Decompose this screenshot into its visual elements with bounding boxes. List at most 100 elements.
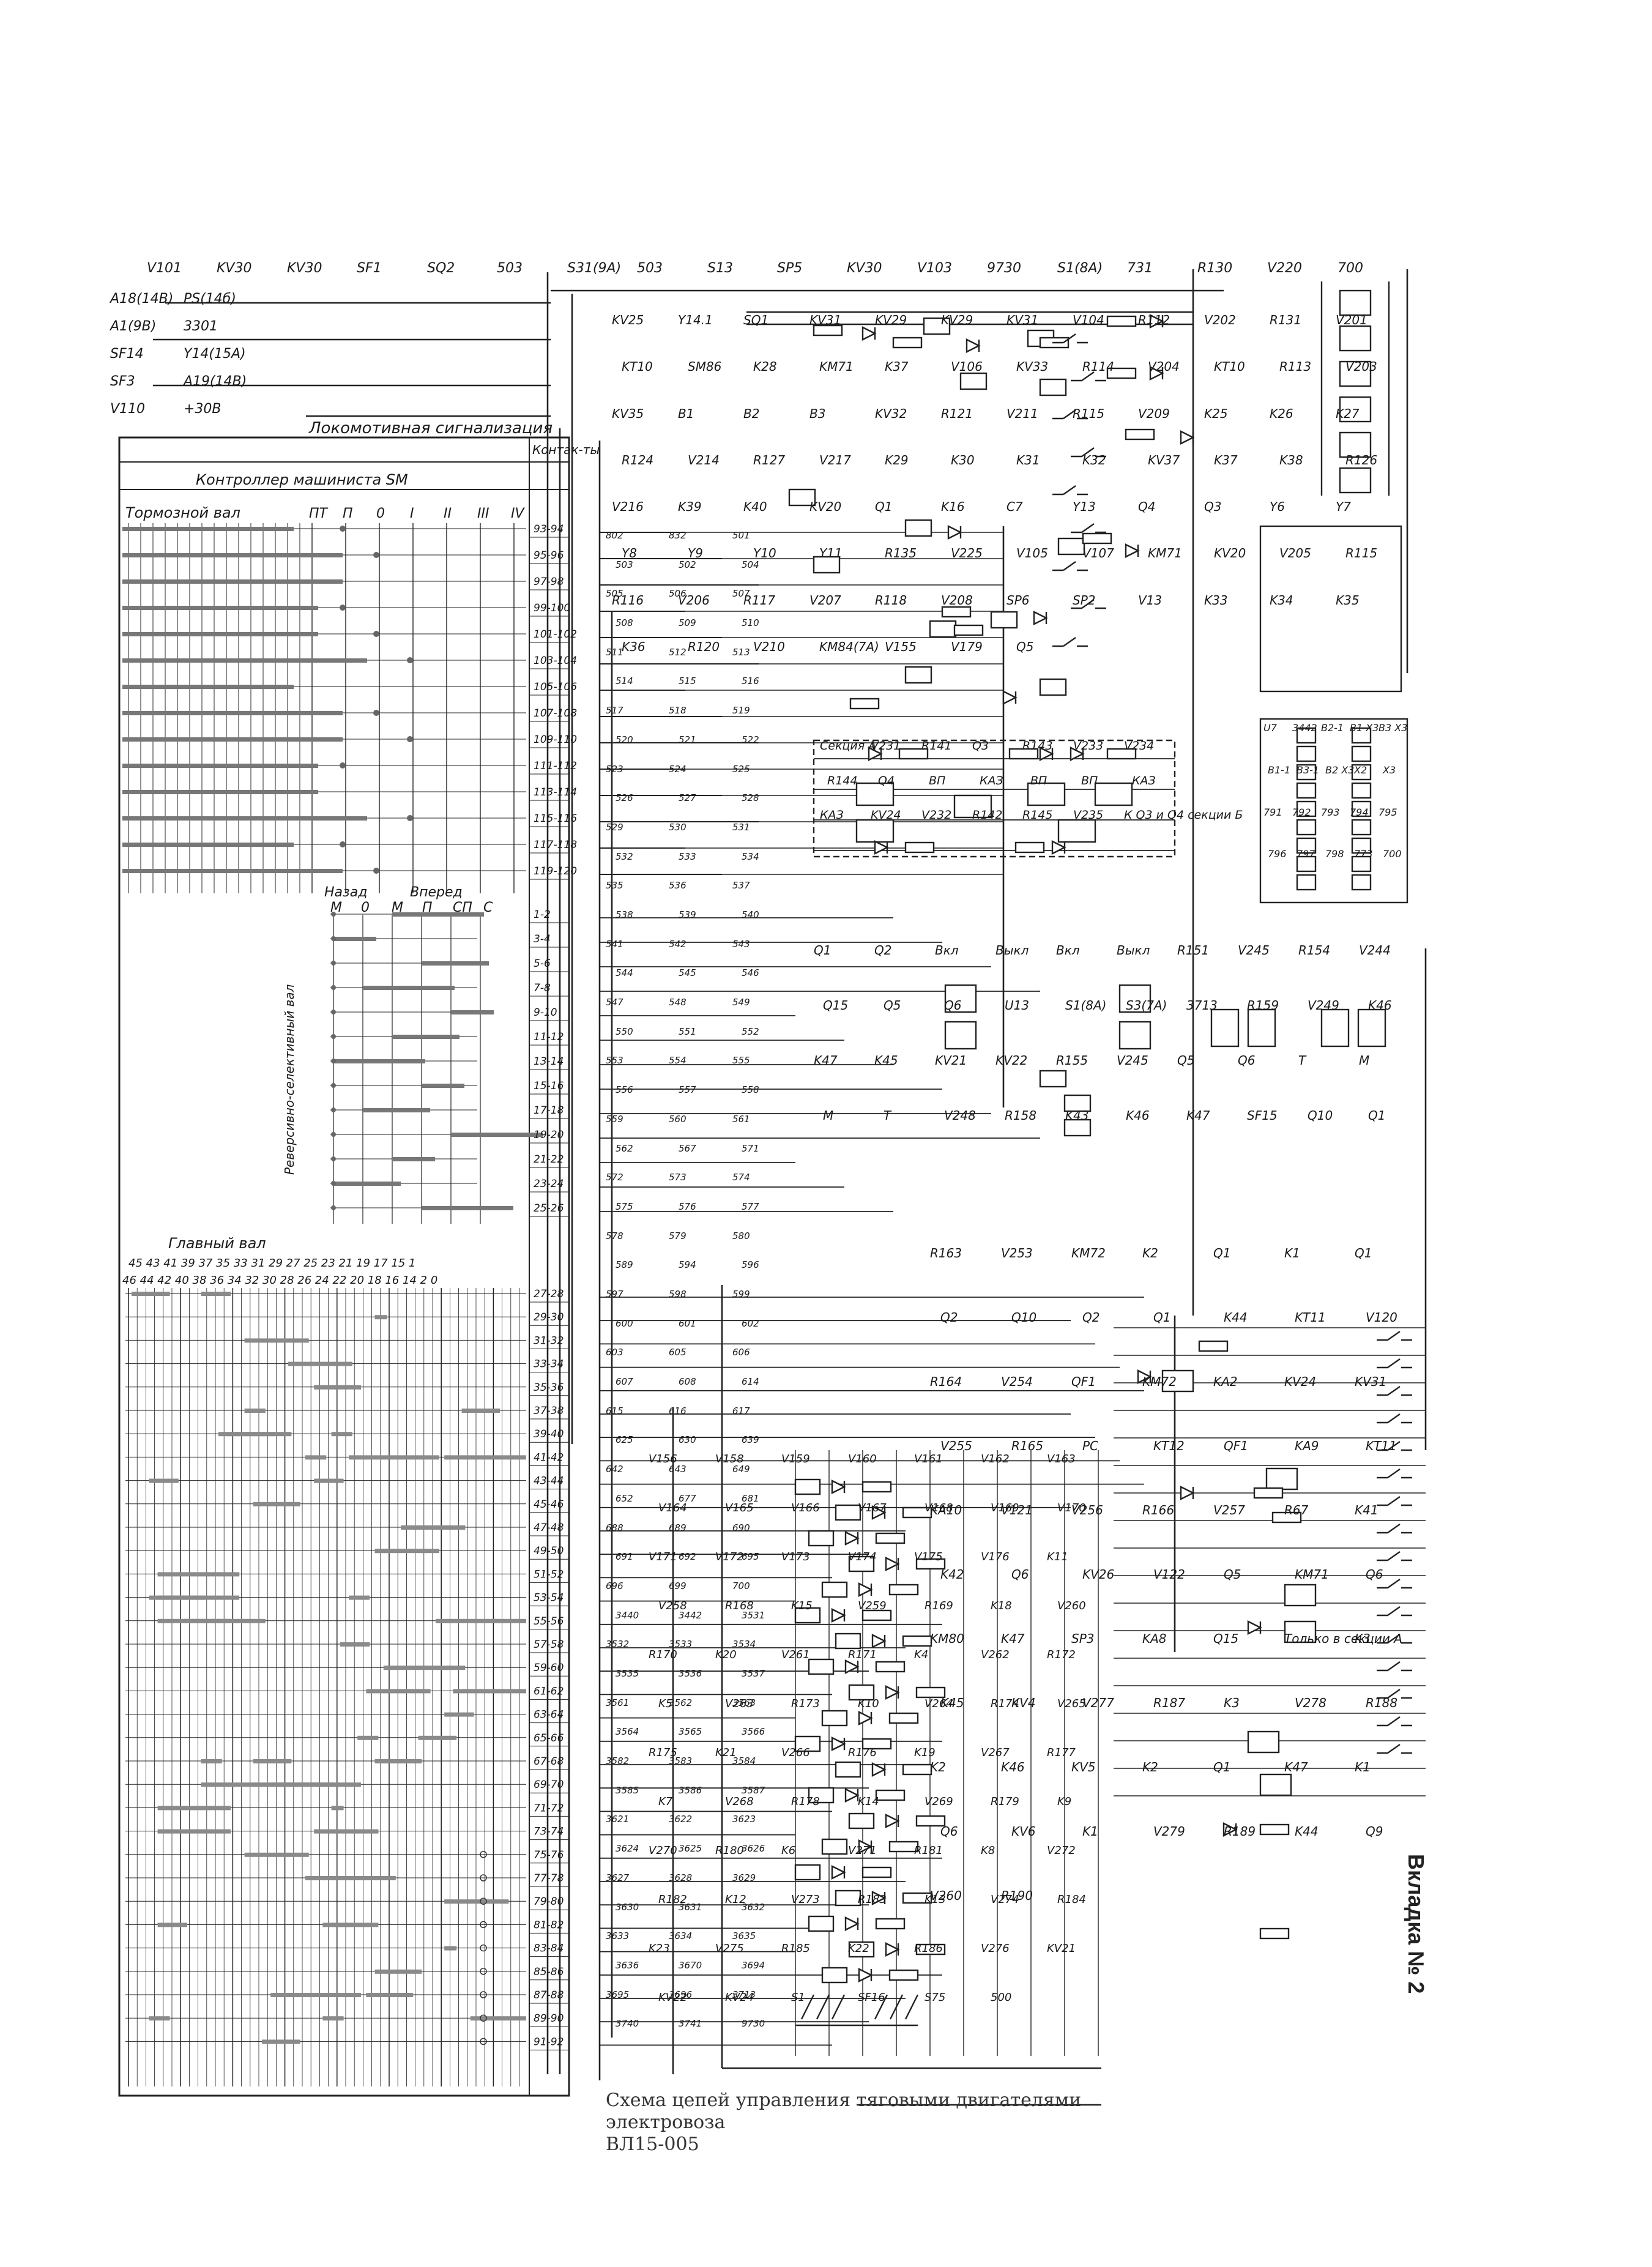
terminal: [1351, 782, 1372, 799]
relay-label: V104: [1073, 313, 1104, 327]
relay-label: KV20: [809, 499, 841, 514]
wire-number: 3536: [679, 1668, 702, 1679]
top-label: 700: [1338, 261, 1363, 276]
section-a-label: ВП: [929, 774, 945, 787]
relay-label: V201: [1336, 313, 1367, 327]
ladder-label: V258: [658, 1599, 687, 1612]
relay-label: SP6: [1006, 593, 1029, 608]
diode: [871, 1505, 887, 1520]
contact-row-label: 85-86: [534, 1966, 564, 1978]
contact-row-label: 27-28: [534, 1288, 564, 1300]
relay-label: KV29: [875, 313, 907, 327]
contact-row-label: 23-24: [534, 1178, 564, 1190]
main-positions-top: 45 43 41 39 37 35 33 31 29 27 25 23 21 1…: [128, 1257, 415, 1270]
contact: [1052, 485, 1088, 496]
contact-row-label: 61-62: [534, 1685, 564, 1697]
resistor: [941, 606, 972, 618]
contact-row-label: 13-14: [534, 1055, 564, 1068]
resistor: [861, 1866, 892, 1878]
contact: [1377, 1606, 1412, 1617]
wire-number: 514: [616, 676, 633, 687]
diode: [1002, 690, 1018, 705]
wire-number: 524: [669, 764, 686, 775]
lower-label: KV26: [1082, 1567, 1114, 1582]
wire-number: 3535: [616, 1668, 639, 1679]
resistor: [902, 1763, 932, 1776]
terminal: [1351, 764, 1372, 781]
relay-coil: [1063, 1094, 1092, 1112]
source-label: PS(14б): [184, 291, 236, 307]
resistor: [1008, 748, 1039, 760]
ladder-label: V159: [781, 1453, 810, 1465]
ladder-label: R181: [914, 1844, 943, 1857]
wire-number: 532: [616, 851, 633, 862]
reverse-position-label: СП: [453, 900, 472, 915]
ladder-label: V161: [914, 1453, 943, 1465]
ladder-label: R169: [925, 1599, 953, 1612]
diode: [885, 1557, 900, 1571]
mid-label: T: [1298, 1053, 1307, 1068]
wire-number: 594: [679, 1259, 696, 1270]
contact-row-label: 77-78: [534, 1872, 564, 1885]
lower-label: V254: [1001, 1374, 1033, 1389]
reverse-position-label: П: [422, 900, 433, 915]
valve-coil: [1339, 289, 1372, 316]
ladder-label: KV22: [658, 1991, 687, 2004]
wire-number: 572: [606, 1172, 623, 1183]
source-label: А18(14В): [109, 291, 173, 307]
lower-label: K47: [1001, 1631, 1025, 1646]
relay-coil: [808, 1530, 835, 1547]
terminal: [1296, 727, 1317, 744]
relay-coil: [1161, 1369, 1194, 1393]
ladder-label: R180: [715, 1844, 744, 1857]
contact-row-label: 9-10: [534, 1007, 557, 1019]
top-label: 503: [637, 261, 663, 276]
contact-row-label: 69-70: [534, 1779, 564, 1791]
contact-row-label: 49-50: [534, 1545, 564, 1557]
relay-label: V179: [951, 639, 983, 654]
relay-label: V13: [1138, 593, 1162, 608]
wire-number: 3622: [669, 1814, 692, 1825]
lower-label: KV5: [1071, 1760, 1096, 1774]
brake-position-label: IV: [511, 506, 525, 521]
contact: [1377, 1579, 1412, 1589]
contact: [1377, 1386, 1412, 1396]
mid-label: K43: [1065, 1108, 1089, 1123]
top-label: R130: [1197, 261, 1232, 276]
wire-number: 3585: [616, 1785, 639, 1796]
lower-label: Q1: [1213, 1760, 1230, 1774]
wire-number: 579: [669, 1230, 686, 1241]
terminal-label: 3442: [1292, 722, 1317, 734]
wire-number: 504: [742, 559, 759, 570]
lower-label: KA10: [930, 1503, 962, 1517]
lower-label: R163: [930, 1246, 962, 1260]
lower-label: Q5: [1224, 1567, 1241, 1582]
lower-label: V256: [1071, 1503, 1103, 1517]
source-label: V110: [110, 401, 145, 417]
contact: [1377, 1413, 1412, 1424]
terminal-label: 795: [1379, 806, 1397, 818]
terminal-label: B3-1: [1297, 764, 1319, 776]
contact-row-label: 81-82: [534, 1919, 564, 1931]
lower-label: V279: [1153, 1824, 1185, 1839]
ladder-label: K12: [725, 1893, 746, 1906]
blocking-box: [1259, 525, 1402, 693]
diode: [871, 1762, 887, 1777]
wire-number: 3587: [742, 1785, 765, 1796]
reverse-back-label: Назад: [324, 885, 367, 900]
resistor: [1106, 315, 1137, 327]
diagram-caption: Схема цепей управления тяговыми двигател…: [606, 2090, 1156, 2156]
resistor: [1014, 841, 1045, 854]
relay-label: KT10: [1214, 359, 1245, 374]
resistor: [1082, 532, 1112, 545]
ladder-label: V167: [858, 1502, 887, 1514]
ladder-label: V176: [981, 1550, 1010, 1563]
mid-label: V245: [1238, 943, 1270, 958]
mid-label: M: [823, 1108, 833, 1123]
wire-number: 510: [742, 617, 759, 628]
ladder-label: R177: [1047, 1746, 1076, 1759]
ladder-label: R172: [1047, 1648, 1076, 1661]
lower-label: V260: [930, 1888, 962, 1903]
lower-label: Q1: [1213, 1246, 1230, 1260]
relay-coil: [1284, 1620, 1317, 1643]
